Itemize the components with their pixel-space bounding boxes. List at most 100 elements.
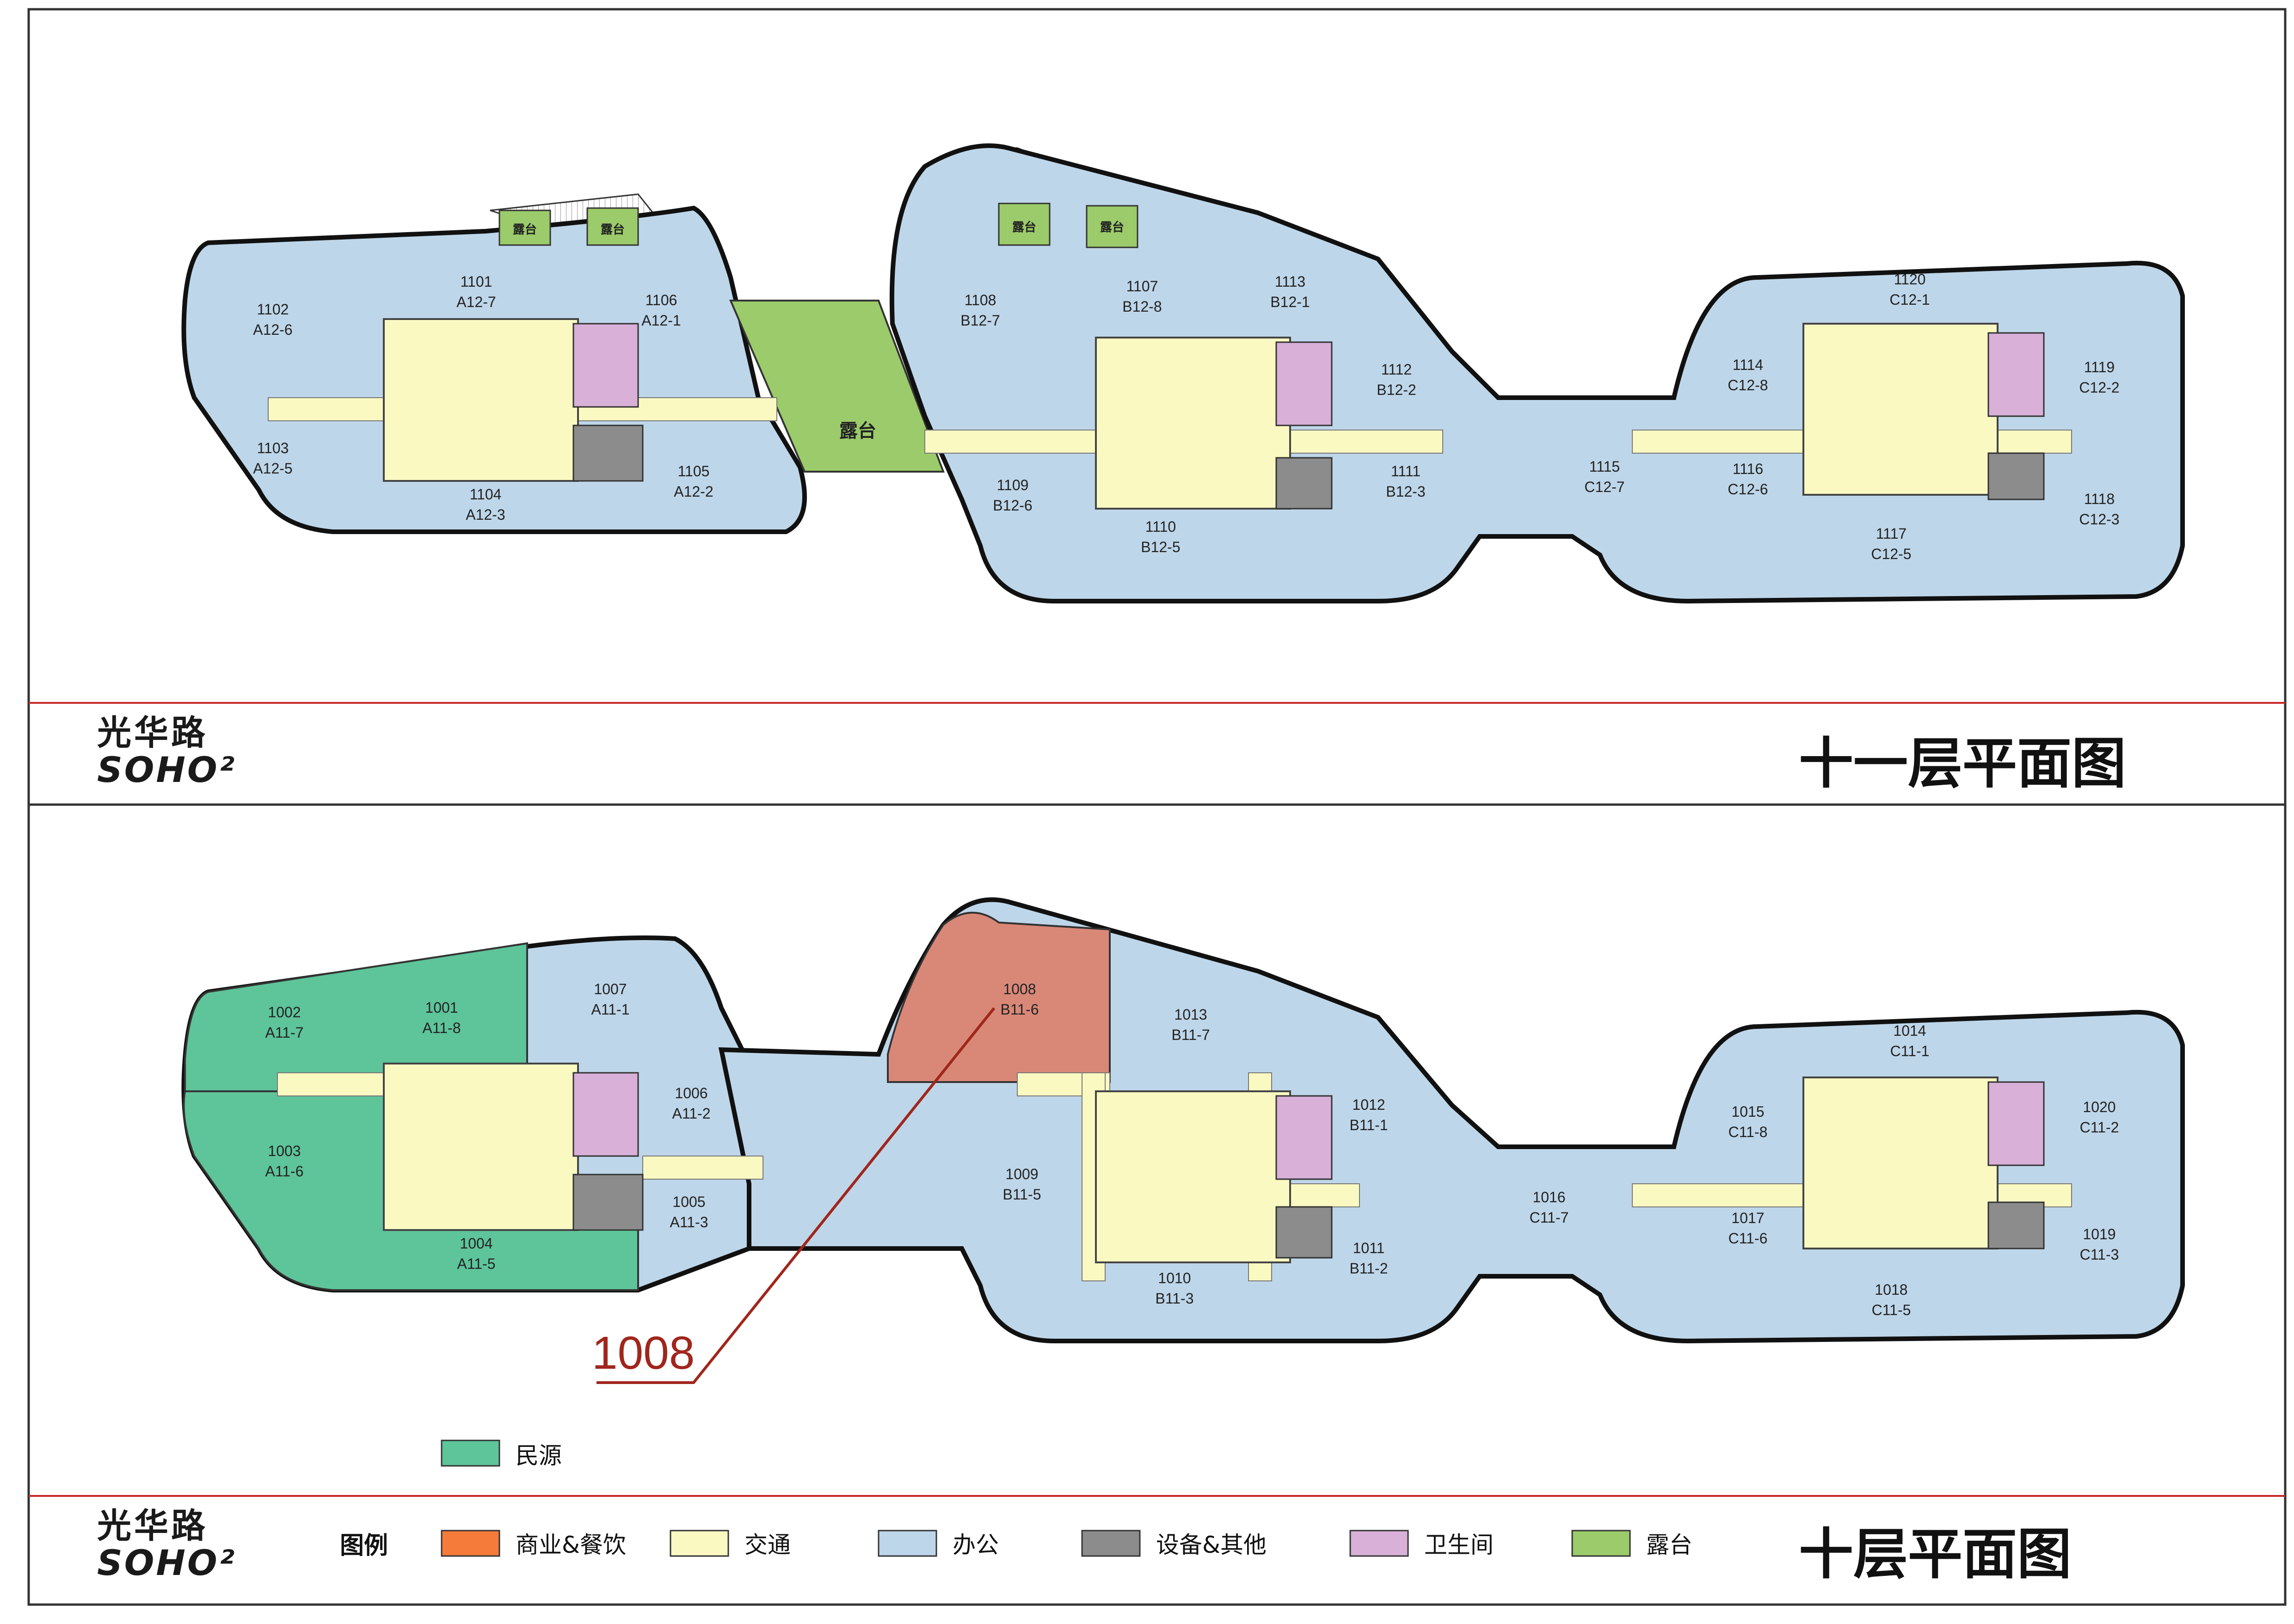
core-11-a <box>383 318 579 482</box>
restroom-10-c <box>1987 1081 2045 1166</box>
floor-11-title: 十一层平面图 <box>1799 732 2127 795</box>
legend: 商业&餐饮 交通 办公 设备&其他 卫生间 露台 <box>441 1530 1692 1558</box>
terrace-bridge-11 <box>729 300 945 473</box>
terrace-bridge-label: 露台 <box>839 420 876 442</box>
tenant-legend-swatch <box>441 1439 500 1467</box>
legend-label-4: 卫生间 <box>1424 1532 1494 1558</box>
logo-top: 光华路 SOHO² <box>97 714 236 788</box>
legend-label-1: 交通 <box>744 1532 791 1558</box>
restroom-11-b <box>1275 341 1333 426</box>
core-11-b <box>1095 337 1291 510</box>
terrace-box-label-1: 露台 <box>513 222 537 237</box>
terrace-box-label-2: 露台 <box>601 222 625 237</box>
service-10-a <box>572 1174 644 1231</box>
corridor-10-b <box>642 1156 763 1180</box>
logo-bottom-line1: 光华路 <box>97 1506 208 1546</box>
legend-label-5: 露台 <box>1646 1532 1692 1558</box>
terrace-box-1 <box>498 209 551 246</box>
legend-swatch-2 <box>878 1530 937 1557</box>
callout-1008: 1008 <box>592 1327 695 1379</box>
logo-top-line1: 光华路 <box>97 713 208 753</box>
restroom-10-a <box>572 1072 639 1157</box>
floor-10-plan <box>181 897 2185 1384</box>
restroom-11-c <box>1987 332 2045 417</box>
floor-11-plan <box>181 143 2185 604</box>
terrace-box-label-3: 露台 <box>1012 220 1036 234</box>
callout-leader-line <box>597 1007 996 1384</box>
unit-1008-highlight <box>887 911 1111 1083</box>
terrace-box-2 <box>586 207 639 246</box>
corridor-10-a <box>277 1072 398 1096</box>
core-10-c <box>1802 1077 1999 1249</box>
logo-bottom: 光华路 SOHO² <box>97 1507 236 1581</box>
service-11-a <box>572 424 644 482</box>
legend-swatch-4 <box>1349 1530 1409 1557</box>
restroom-11-a <box>572 323 639 408</box>
core-11-c <box>1802 323 1999 496</box>
legend-label-2: 办公 <box>953 1532 999 1558</box>
service-10-c <box>1987 1201 2045 1249</box>
core-10-b <box>1095 1090 1291 1263</box>
terrace-box-4 <box>1086 205 1138 248</box>
tenant-legend-label: 民源 <box>516 1442 562 1469</box>
legend-swatch-0 <box>441 1530 500 1557</box>
legend-title: 图例 <box>340 1532 388 1560</box>
legend-swatch-1 <box>670 1530 729 1557</box>
legend-swatch-5 <box>1571 1530 1631 1557</box>
service-11-b <box>1275 457 1333 510</box>
legend-label-0: 商业&餐饮 <box>516 1532 626 1558</box>
terrace-box-label-4: 露台 <box>1100 220 1124 234</box>
restroom-10-b <box>1275 1095 1333 1180</box>
legend-label-3: 设备&其他 <box>1156 1532 1267 1558</box>
logo-top-line2: SOHO² <box>97 749 236 790</box>
service-10-b <box>1275 1206 1333 1259</box>
floor-10-title: 十层平面图 <box>1799 1522 2072 1586</box>
service-11-c <box>1987 452 2045 500</box>
terrace-box-3 <box>998 203 1051 246</box>
sheet-frame <box>27 8 2287 1606</box>
logo-bottom-line2: SOHO² <box>97 1542 236 1583</box>
core-10-a <box>383 1063 579 1231</box>
tenant-area-2 <box>183 1090 639 1291</box>
